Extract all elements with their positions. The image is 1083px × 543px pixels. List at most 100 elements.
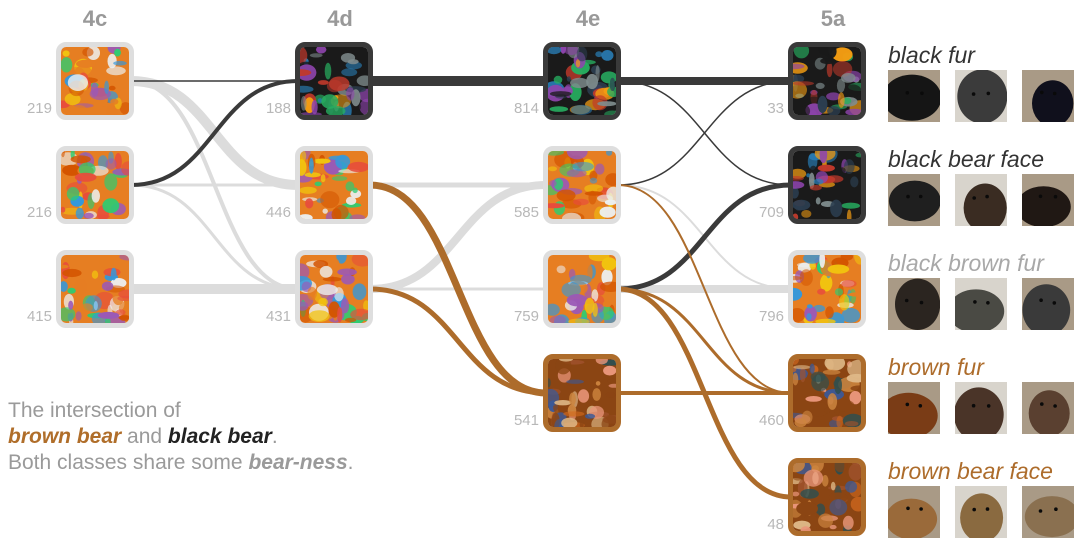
concept-label: black bear face [888,146,1044,173]
dataset-example-image[interactable] [955,486,1007,538]
neuron-visualization-icon [793,255,861,323]
neuron-node-541[interactable] [543,354,621,432]
concept-label: black brown fur [888,250,1044,277]
neuron-node-33[interactable] [788,42,866,120]
neuron-node-585[interactable] [543,146,621,224]
neuron-visualization-icon [548,255,616,323]
neuron-number-541: 541 [499,412,539,429]
neuron-number-431: 431 [251,308,291,325]
neuron-node-796[interactable] [788,250,866,328]
neuron-visualization-icon [548,47,616,115]
neuron-number-796: 796 [744,308,784,325]
neuron-node-216[interactable] [56,146,134,224]
caption-end: . [348,451,354,474]
layer-label-5a: 5a [783,6,883,32]
neuron-visualization-icon [61,255,129,323]
animal-photo-icon [888,278,940,330]
edge-n759-n460 [618,289,791,393]
edge-n585-n33 [618,81,791,185]
animal-photo-icon [888,486,940,538]
neuron-number-219: 219 [12,100,52,117]
dataset-example-image[interactable] [955,278,1007,330]
neuron-node-431[interactable] [295,250,373,328]
caption-and: and [121,425,168,448]
neuron-number-460: 460 [744,412,784,429]
layer-label-4d: 4d [290,6,390,32]
dataset-example-image[interactable] [1022,382,1074,434]
neuron-number-446: 446 [251,204,291,221]
dataset-example-image[interactable] [955,70,1007,122]
animal-photo-icon [955,486,1007,538]
neuron-visualization-icon [793,47,861,115]
edge-n216-n431 [131,185,298,289]
dataset-example-image[interactable] [1022,486,1074,538]
caption-period: . [272,425,278,448]
neuron-number-814: 814 [499,100,539,117]
neuron-node-814[interactable] [543,42,621,120]
caption-line-1: The intersection of [8,398,354,424]
animal-photo-icon [1022,70,1074,122]
neuron-visualization-icon [548,151,616,219]
dataset-example-image[interactable] [888,382,940,434]
animal-photo-icon [1022,278,1074,330]
edge-n431-n541 [370,289,546,393]
neuron-visualization-icon [61,151,129,219]
animal-photo-icon [1022,486,1074,538]
neuron-number-585: 585 [499,204,539,221]
dataset-example-image[interactable] [888,486,940,538]
dataset-example-image[interactable] [1022,174,1074,226]
caption-black-bear: black bear [168,425,272,448]
animal-photo-icon [955,70,1007,122]
animal-photo-icon [1022,382,1074,434]
neuron-number-188: 188 [251,100,291,117]
neuron-visualization-icon [300,255,368,323]
dataset-example-image[interactable] [1022,278,1074,330]
neuron-number-709: 709 [744,204,784,221]
neuron-number-216: 216 [12,204,52,221]
neuron-node-759[interactable] [543,250,621,328]
neuron-visualization-icon [300,47,368,115]
neuron-visualization-icon [61,47,129,115]
animal-photo-icon [888,70,940,122]
layer-label-4e: 4e [538,6,638,32]
concept-label: brown bear face [888,458,1053,485]
neuron-visualization-icon [548,359,616,427]
neuron-node-415[interactable] [56,250,134,328]
neuron-node-460[interactable] [788,354,866,432]
caption-line-2: brown bear and black bear. [8,424,354,450]
caption-brown-bear: brown bear [8,425,121,448]
neuron-node-219[interactable] [56,42,134,120]
dataset-example-image[interactable] [888,70,940,122]
dataset-example-image[interactable] [888,174,940,226]
dataset-example-image[interactable] [955,174,1007,226]
concept-label: brown fur [888,354,984,381]
neuron-visualization-icon [793,151,861,219]
dataset-example-image[interactable] [1022,70,1074,122]
animal-photo-icon [1022,174,1074,226]
concept-label: black fur [888,42,975,69]
layer-label-4c: 4c [45,6,145,32]
dataset-example-image[interactable] [888,278,940,330]
animal-photo-icon [955,174,1007,226]
neuron-number-48: 48 [744,516,784,533]
neuron-node-446[interactable] [295,146,373,224]
neuron-node-709[interactable] [788,146,866,224]
neuron-node-48[interactable] [788,458,866,536]
edge-n216-n188 [131,81,298,185]
caption-share: Both classes share some [8,451,248,474]
animal-photo-icon [888,174,940,226]
neuron-visualization-icon [300,151,368,219]
neuron-number-759: 759 [499,308,539,325]
dataset-example-image[interactable] [955,382,1007,434]
neuron-visualization-icon [793,463,861,531]
neuron-number-415: 415 [12,308,52,325]
edge-n759-n709 [618,185,791,289]
neuron-visualization-icon [793,359,861,427]
caption-bearness: bear-ness [248,451,347,474]
animal-photo-icon [955,382,1007,434]
neuron-number-33: 33 [744,100,784,117]
caption-line-3: Both classes share some bear-ness. [8,450,354,476]
neuron-node-188[interactable] [295,42,373,120]
animal-photo-icon [888,382,940,434]
edge-n431-n585 [370,185,546,289]
